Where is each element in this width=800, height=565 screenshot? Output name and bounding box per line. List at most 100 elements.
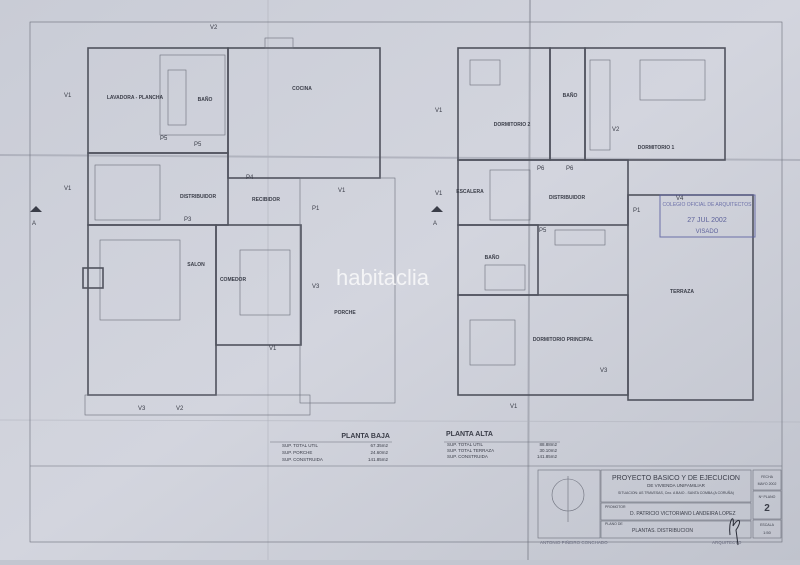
drawing-line (489, 169, 531, 221)
drawing-line (264, 37, 294, 49)
drawing-line (469, 319, 516, 366)
door-mark: P3 (184, 217, 192, 223)
escala-label: ESCALA (760, 523, 774, 527)
room-label: LAVADORA - PLANCHA (107, 95, 164, 101)
architect-label: ARQUITECTO (712, 540, 742, 545)
drawing-line (600, 520, 752, 539)
door-mark: P6 (537, 166, 545, 172)
wall (215, 224, 302, 346)
planta-alta-title: PLANTA ALTA (446, 431, 493, 438)
drawing-line (752, 519, 782, 539)
room-label: DISTRIBUIDOR (549, 195, 586, 201)
wall (82, 267, 104, 289)
planta-alta-plan (457, 47, 754, 401)
area-value: 24.60m2 (370, 450, 388, 455)
project-location: SITUACION: AS TRAVESAS, Cno. A BAIO - SA… (618, 490, 734, 495)
area-label: SUP. CONSTRUIDA (282, 457, 323, 462)
door-mark: P4 (246, 175, 254, 181)
area-value: 30.10m2 (539, 448, 557, 453)
stamp-org: COLEGIO OFICIAL DE ARQUITECTOS (663, 202, 753, 208)
area-label: SUP. CONSTRUIDA (447, 454, 488, 459)
signature (729, 518, 741, 546)
drawing-line (159, 54, 226, 136)
drawing-line (94, 164, 161, 221)
drawing-line (99, 239, 181, 321)
planta-alta-labels: DORMITORIO 2 BAÑO DORMITORIO 1 ESCALERA … (431, 92, 694, 410)
window-mark: V2 (210, 25, 218, 31)
project-subtitle: DE VIVIENDA UNIFAMILIAR (647, 483, 706, 488)
planta-alta-areas: PLANTA ALTA SUP. TOTAL UTIL 88.88m2 SUP.… (444, 431, 560, 459)
promotor-label: PROMOTOR (605, 505, 626, 509)
window-mark: V3 (600, 368, 608, 374)
door-mark: P5 (160, 136, 168, 142)
area-value: 141.85m2 (368, 457, 389, 462)
wall (457, 159, 629, 226)
door-mark: P6 (566, 166, 574, 172)
fecha-label: FECHA (761, 475, 774, 479)
planta-baja-title: PLANTA BAJA (341, 433, 390, 440)
sheet-border (29, 21, 783, 543)
drawing-line (537, 469, 601, 539)
area-label: SUP. TOTAL UTIL (447, 442, 484, 447)
room-label: DORMITORIO PRINCIPAL (533, 337, 593, 343)
room-label: DORMITORIO 2 (494, 122, 531, 128)
drawing-line (600, 469, 752, 503)
door-mark: P5 (194, 142, 202, 148)
window-mark: V1 (338, 188, 346, 194)
drawing-line (299, 177, 396, 404)
plano-num-label: Nº PLANO (759, 495, 776, 499)
drawing-line (600, 502, 752, 521)
area-value: 141.85m2 (537, 454, 558, 459)
room-label: COCINA (292, 86, 312, 92)
window-mark: V2 (612, 127, 620, 133)
area-value: 88.88m2 (539, 442, 557, 447)
room-label: ESCALERA (456, 189, 484, 195)
section-arrow-icon (431, 206, 443, 212)
fecha-value: MAYO 2002 (758, 482, 777, 486)
room-label: TERRAZA (670, 289, 694, 295)
visado-stamp: COLEGIO OFICIAL DE ARQUITECTOS 27 JUL 20… (659, 194, 756, 238)
stamp-status: VISADO (696, 229, 719, 235)
planta-baja-labels: LAVADORA - PLANCHA BAÑO COCINA DISTRIBUI… (30, 25, 356, 412)
planta-baja-areas: PLANTA BAJA SUP. TOTAL UTIL 67.35m2 SUP.… (270, 433, 392, 462)
room-label: COMEDOR (220, 277, 247, 283)
window-mark: V1 (510, 404, 518, 410)
architect-name: ANTONIO PIÑEIRO CONCHADO (540, 539, 608, 545)
window-mark: V1 (269, 346, 277, 352)
area-label: SUP. TOTAL TERRAZA (447, 448, 494, 453)
title-block: PROYECTO BASICO Y DE EJECUCION DE VIVIEN… (537, 469, 782, 546)
drawing-line (752, 469, 782, 491)
fold-line (527, 0, 531, 561)
escala-value: 1:50 (763, 530, 772, 535)
drawing-line (752, 490, 782, 520)
promotor-name: D. PATRICIO VICTORIANO LANDEIRA LOPEZ (630, 511, 736, 517)
drawing-line (639, 59, 706, 101)
room-label: BAÑO (485, 254, 500, 261)
area-value: 67.35m2 (370, 443, 388, 448)
door-mark: P1 (633, 208, 641, 214)
watermark: habitaclia (336, 265, 430, 290)
plano-num: 2 (764, 503, 770, 514)
room-label: DISTRIBUIDOR (180, 194, 217, 200)
section-arrow-icon (30, 206, 42, 212)
drawing-line (469, 59, 501, 86)
drawing-line (84, 394, 311, 416)
area-label: SUP. TOTAL UTIL (282, 443, 319, 448)
room-label: DORMITORIO 1 (638, 145, 675, 151)
window-mark: V1 (64, 186, 72, 192)
room-label: RECIBIDOR (252, 197, 280, 203)
window-mark: V1 (64, 93, 72, 99)
window-mark: V2 (176, 406, 184, 412)
fold-line (0, 154, 800, 161)
area-label: SUP. PORCHE (282, 450, 312, 455)
project-title: PROYECTO BASICO Y DE EJECUCION (612, 475, 740, 482)
stamp-date: 27 JUL 2002 (687, 217, 727, 224)
section-mark: A (433, 221, 437, 227)
planta-baja-plan (82, 37, 396, 416)
section-mark: A (32, 221, 36, 227)
room-label: SALON (187, 262, 205, 268)
window-mark: V3 (138, 406, 146, 412)
